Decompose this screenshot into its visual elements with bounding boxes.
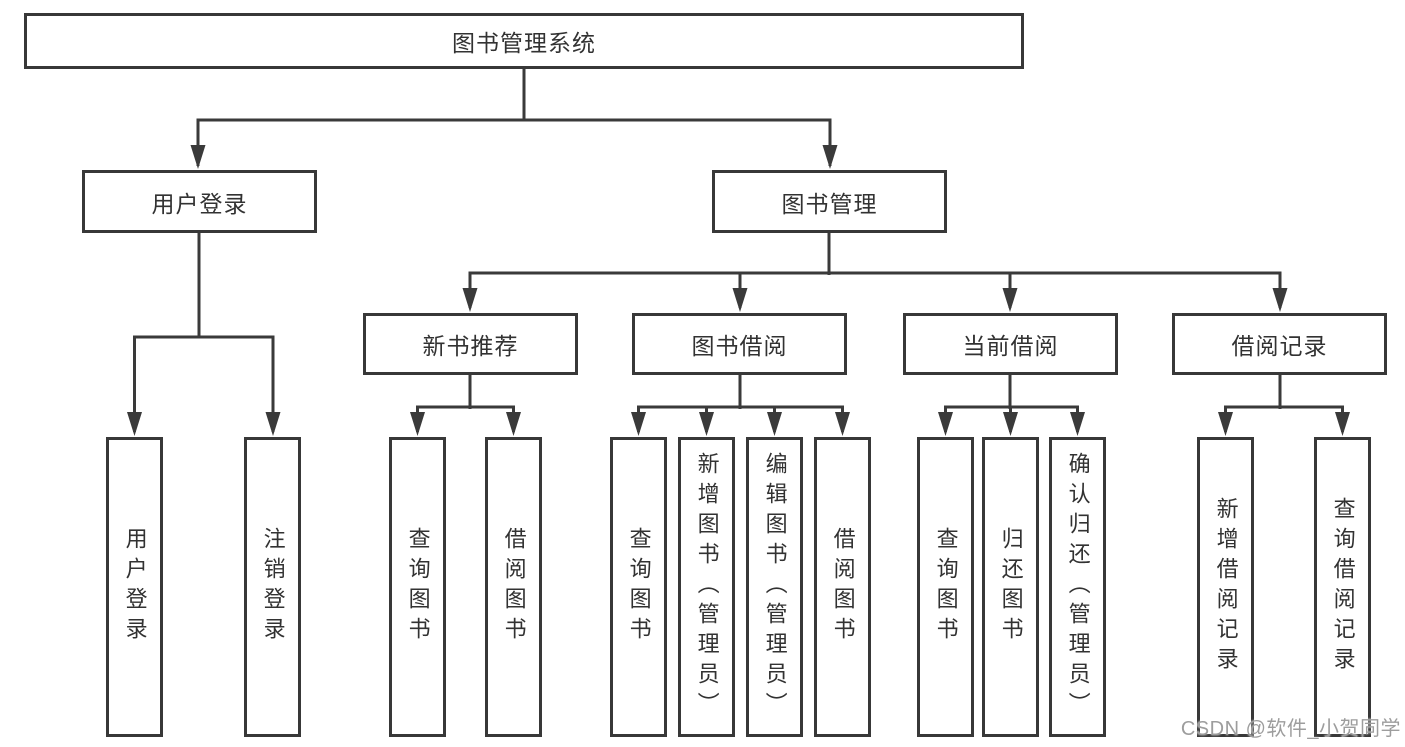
leaf-borrowing-edit-books-admin-label: 编辑图书（管理员） (762, 452, 788, 722)
leaf-borrowing-borrow-books-label: 借阅图书 (830, 527, 856, 647)
leaf-current-return-books-label: 归还图书 (998, 527, 1024, 647)
leaf-borrowing-edit-books-admin: 编辑图书（管理员） (746, 437, 803, 737)
leaf-borrowing-add-books-admin: 新增图书（管理员） (678, 437, 735, 737)
node-book-borrowing-label: 图书借阅 (691, 333, 788, 359)
watermark: CSDN @软件_小贺同学 (1180, 718, 1401, 740)
node-borrowing-records: 借阅记录 (1172, 313, 1387, 375)
leaf-borrowing-query-books: 查询图书 (610, 437, 667, 737)
leaf-recommend-query-books: 查询图书 (389, 437, 446, 737)
leaf-records-query-record: 查询借阅记录 (1314, 437, 1371, 737)
node-borrowing-records-label: 借阅记录 (1231, 333, 1328, 359)
node-new-book-recommend-label: 新书推荐 (422, 333, 519, 359)
node-current-borrowing: 当前借阅 (903, 313, 1118, 375)
leaf-user-login: 用户登录 (106, 437, 163, 737)
leaf-logout: 注销登录 (244, 437, 301, 737)
leaf-user-login-label: 用户登录 (122, 527, 148, 647)
leaf-borrowing-query-books-label: 查询图书 (626, 527, 652, 647)
node-root: 图书管理系统 (24, 13, 1024, 69)
node-book-management: 图书管理 (712, 170, 947, 233)
node-root-label: 图书管理系统 (452, 30, 596, 56)
leaf-logout-label: 注销登录 (260, 527, 286, 647)
leaf-recommend-borrow-books: 借阅图书 (485, 437, 542, 737)
leaf-borrowing-add-books-admin-label: 新增图书（管理员） (694, 452, 720, 722)
leaf-current-query-books: 查询图书 (917, 437, 974, 737)
leaf-records-query-record-label: 查询借阅记录 (1330, 497, 1356, 677)
node-user-login-label: 用户登录 (151, 190, 248, 217)
node-book-borrowing: 图书借阅 (632, 313, 847, 375)
node-user-login: 用户登录 (82, 170, 317, 233)
leaf-recommend-borrow-books-label: 借阅图书 (501, 527, 527, 647)
leaf-current-return-books: 归还图书 (982, 437, 1039, 737)
leaf-records-add-record: 新增借阅记录 (1197, 437, 1254, 737)
leaf-records-add-record-label: 新增借阅记录 (1213, 497, 1239, 677)
node-current-borrowing-label: 当前借阅 (962, 333, 1059, 359)
leaf-recommend-query-books-label: 查询图书 (405, 527, 431, 647)
leaf-current-confirm-return-admin: 确认归还（管理员） (1049, 437, 1106, 737)
leaf-current-query-books-label: 查询图书 (933, 527, 959, 647)
leaf-current-confirm-return-admin-label: 确认归还（管理员） (1065, 452, 1091, 722)
node-book-management-label: 图书管理 (781, 190, 878, 217)
leaf-borrowing-borrow-books: 借阅图书 (814, 437, 871, 737)
node-new-book-recommend: 新书推荐 (363, 313, 578, 375)
